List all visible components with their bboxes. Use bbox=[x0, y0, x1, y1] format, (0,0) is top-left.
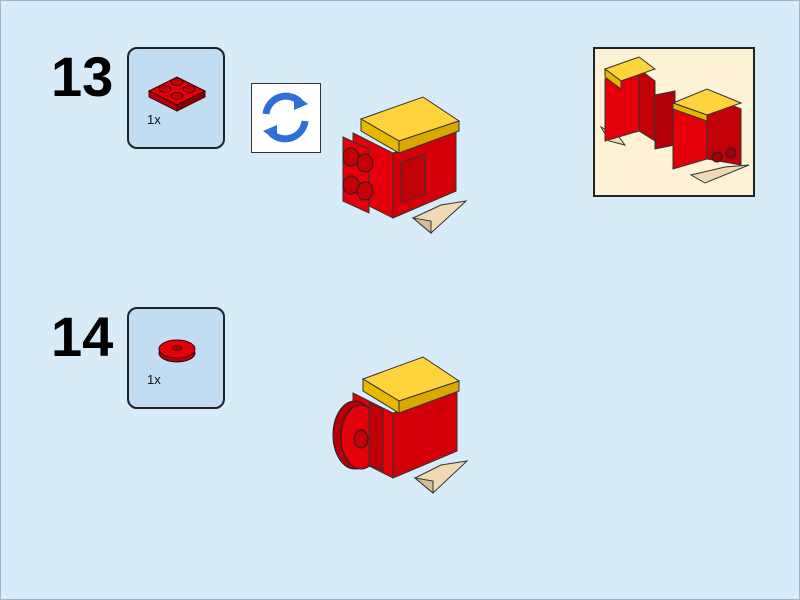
part-quantity: 1x bbox=[147, 112, 161, 127]
step-number: 14 bbox=[51, 305, 114, 368]
round-tile-1x1-icon bbox=[158, 339, 196, 363]
part-quantity: 1x bbox=[147, 372, 161, 387]
subassembly-preview-icon bbox=[599, 56, 750, 184]
step-number: 13 bbox=[51, 45, 114, 108]
rotate-model-icon bbox=[262, 92, 309, 143]
parts-list-box: 1x bbox=[127, 47, 225, 149]
plate-2x2-icon bbox=[147, 76, 207, 112]
subassembly-preview bbox=[593, 47, 755, 197]
step-13-model bbox=[342, 96, 468, 235]
parts-list-box: 1x bbox=[127, 307, 225, 409]
rotate-model-indicator bbox=[251, 83, 321, 153]
step-14-model bbox=[332, 356, 469, 495]
